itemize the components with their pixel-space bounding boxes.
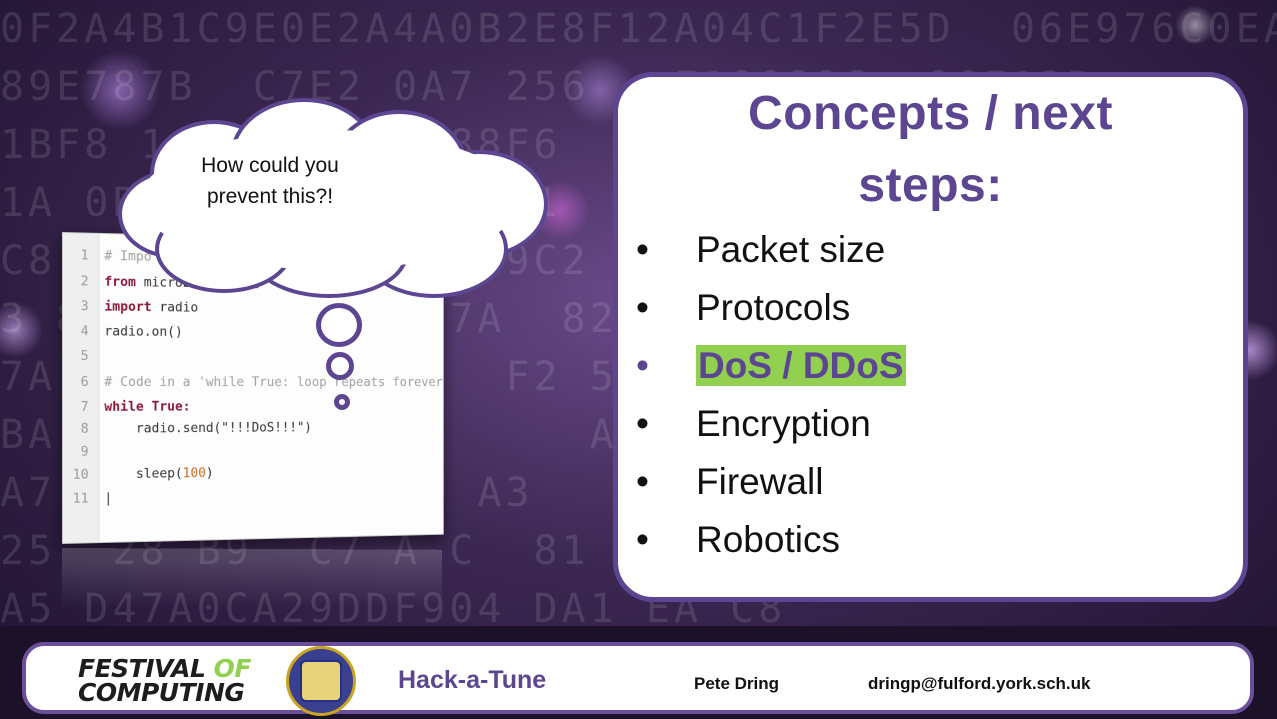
list-item-text: DoS / DDoS [696, 345, 906, 386]
list-item-highlighted: • DoS / DDoS [636, 337, 906, 395]
title-line-2: steps: [858, 159, 1003, 212]
list-item: • Firewall [636, 453, 906, 511]
thought-bubble-medium [326, 352, 354, 380]
line-number: 1 [80, 247, 89, 264]
list-item: • Robotics [636, 511, 906, 569]
thought-bubble-small [334, 394, 350, 410]
code-text: ) [205, 465, 214, 481]
code-line: 9 [63, 444, 104, 463]
logo-computing: COMPUTING [78, 678, 245, 707]
code-line: 8 radio.send("!!!DoS!!!") [63, 420, 312, 440]
festival-of-computing-logo: FESTIVAL OF COMPUTING [78, 654, 258, 707]
code-line: 5 [63, 348, 104, 367]
title-line-1: Concepts / next [748, 87, 1113, 140]
code-line: 10 sleep(100) [63, 465, 214, 486]
line-number: 3 [80, 298, 89, 315]
logo-festival: FESTIVAL [78, 654, 206, 683]
code-line: 7 while True: [63, 398, 191, 418]
thought-bubble-text: How could you prevent this?! [170, 150, 370, 212]
thought-line-2: prevent this?! [206, 185, 334, 208]
presenter-email: dringp@fulford.york.sch.uk [868, 674, 1091, 693]
list-item: • Encryption [636, 395, 906, 453]
line-number: 6 [80, 374, 89, 390]
code-keyword: import [104, 298, 152, 316]
presenter-name: Pete Dring [694, 674, 780, 693]
bullet-icon: • [636, 519, 649, 560]
code-text: radio [151, 299, 199, 316]
text-cursor: | [104, 490, 113, 507]
school-shield-icon [300, 660, 342, 702]
list-item-text: Firewall [696, 461, 824, 502]
line-number: 8 [80, 420, 89, 437]
bullet-icon: • [636, 345, 649, 386]
list-item: • Packet size [636, 221, 906, 279]
line-number: 7 [80, 398, 89, 415]
line-number: 10 [72, 466, 89, 483]
bullet-icon: • [636, 229, 649, 270]
line-number: 9 [80, 443, 89, 460]
line-number: 4 [80, 323, 89, 340]
code-text: radio.on() [104, 323, 183, 340]
code-number: 100 [182, 465, 206, 482]
logo-of: OF [213, 654, 252, 683]
line-number: 2 [80, 273, 89, 290]
code-text: radio.send("!!!DoS!!!") [104, 419, 312, 437]
list-item-text: Packet size [696, 229, 886, 270]
thought-bubble-large [316, 303, 362, 347]
code-line: 1# Impo [63, 247, 152, 268]
session-title: Hack-a-Tune [398, 666, 547, 694]
concepts-card [613, 72, 1248, 602]
list-item: • Protocols [636, 279, 906, 337]
bullet-icon: • [636, 403, 649, 444]
code-line: 11 | [63, 490, 113, 510]
thought-cloud [0, 0, 548, 298]
code-text: sleep( [104, 465, 183, 483]
bullet-icon: • [636, 287, 649, 328]
code-keyword: from [104, 273, 136, 291]
line-number: 11 [72, 490, 89, 507]
list-item-text: Robotics [696, 519, 840, 560]
thought-line-1: How could you [201, 154, 339, 177]
footer-bar [22, 642, 1254, 714]
bullet-icon: • [636, 461, 649, 502]
code-comment: # Code in a 'while True: loop repeats fo… [104, 374, 443, 390]
code-line: 6 # Code in a 'while True: loop repeats f… [63, 374, 443, 393]
code-panel-reflection [62, 548, 443, 608]
code-keyword: while True: [104, 398, 191, 415]
code-line: 4 radio.on() [63, 323, 183, 343]
concepts-title: Concepts / next steps: [613, 78, 1248, 222]
line-number: 5 [80, 348, 89, 365]
concepts-list: • Packet size • Protocols • DoS / DDoS • Enc… [636, 221, 906, 569]
list-item-text: Protocols [696, 287, 851, 328]
list-item-text: Encryption [696, 403, 871, 444]
code-line: 3 import radio [63, 298, 199, 318]
